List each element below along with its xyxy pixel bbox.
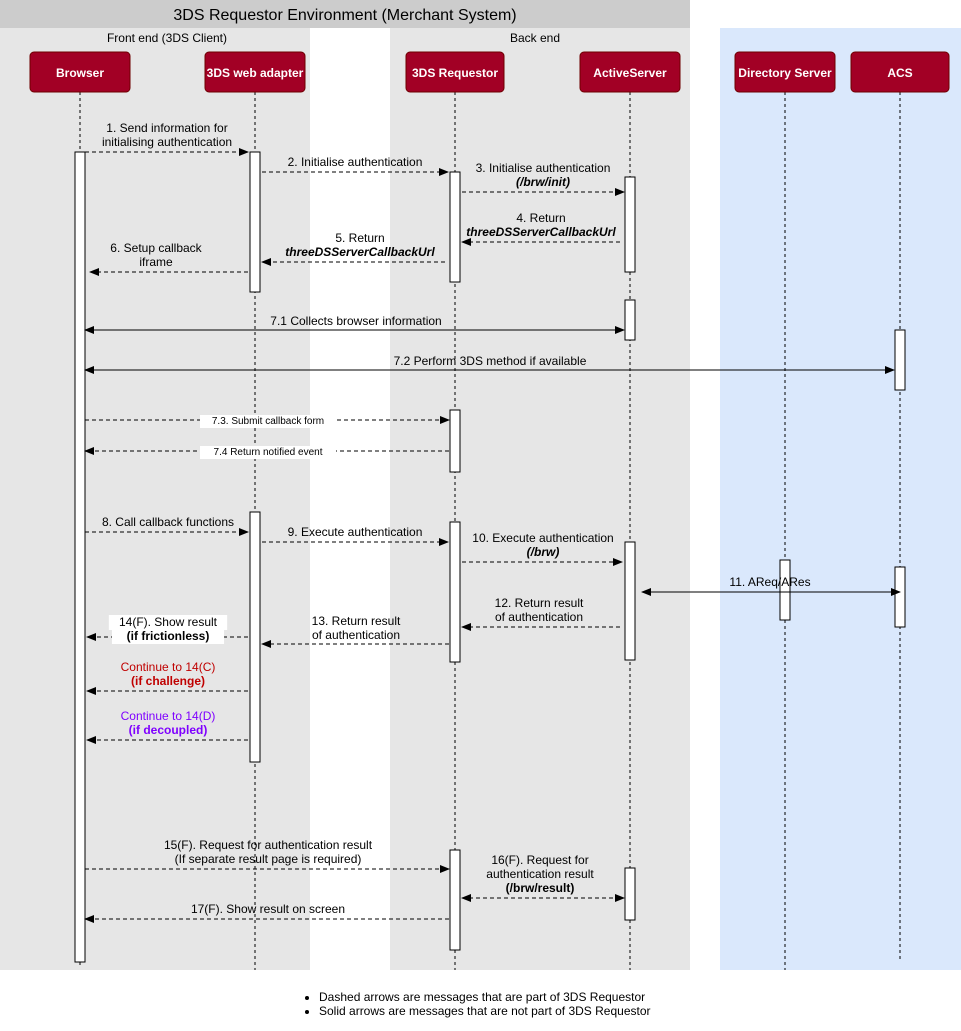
message-label-m12-0: 12. Return result [495, 596, 584, 610]
participant-ds [734, 51, 836, 93]
message-label-m9-0: 9. Execute authentication [288, 525, 423, 539]
participant-label-acs: ACS [887, 66, 912, 80]
sequence-diagram: 3DS Requestor Environment (Merchant Syst… [0, 0, 961, 970]
activation-bar-acs-13 [894, 566, 906, 628]
message-label-m74-0: 7.4 Return notified event [214, 447, 323, 458]
participant-label-ds: Directory Server [738, 66, 832, 80]
activation-bar-ds-11 [779, 559, 791, 621]
message-label-m14c-0: Continue to 14(C) [121, 660, 216, 674]
activation-bar-acs-12 [894, 329, 906, 391]
message-label-m16-1: authentication result [486, 867, 594, 881]
message-label-m6-0: 6. Setup callback [110, 241, 202, 255]
participant-label-adapter: 3DS web adapter [207, 66, 304, 80]
message-label-m13-1: of authentication [312, 628, 400, 642]
backend-region [390, 28, 690, 970]
activation-bar-browser-0 [74, 151, 86, 963]
participant-label-browser: Browser [56, 66, 104, 80]
activation-bar-requestor-6 [449, 849, 461, 951]
label-bg-m14f-0 [108, 615, 228, 630]
message-label-m14c-1: (if challenge) [131, 674, 205, 688]
message-label-m14d-1: (if decoupled) [129, 723, 208, 737]
message-label-m1-0: 1. Send information for [106, 121, 227, 135]
message-label-m4-0: 4. Return [516, 211, 565, 225]
message-label-m71-0: 7.1 Collects browser information [270, 314, 441, 328]
message-label-m14f-0: 14(F). Show result [119, 615, 218, 629]
backend-label: Back end [510, 31, 560, 45]
activation-bar-requestor-3 [449, 171, 461, 283]
message-label-m5-1: threeDSServerCallbackUrl [285, 245, 435, 259]
participant-requestor [405, 51, 505, 93]
participant-acs [850, 51, 950, 93]
message-label-m14f-1: (if frictionless) [127, 629, 210, 643]
message-label-m5-0: 5. Return [335, 231, 384, 245]
message-label-m3-0: 3. Initialise authentication [476, 161, 611, 175]
message-label-m2-0: 2. Initialise authentication [288, 155, 423, 169]
activation-bar-activeserver-9 [624, 541, 636, 661]
note-dashed: Dashed arrows are messages that are part… [319, 990, 651, 1004]
activation-bar-activeserver-7 [624, 176, 636, 273]
message-label-m1-1: initialising authentication [102, 135, 232, 149]
message-label-m6-1: iframe [139, 255, 173, 269]
message-label-m17-0: 17(F). Show result on screen [191, 902, 345, 916]
participant-label-requestor: 3DS Requestor [412, 66, 498, 80]
participant-activeserver [579, 51, 681, 93]
frontend-label: Front end (3DS Client) [107, 31, 227, 45]
activation-bar-requestor-4 [449, 409, 461, 473]
participant-browser [29, 51, 131, 93]
participant-adapter [204, 51, 306, 93]
activation-bar-activeserver-8 [624, 299, 636, 341]
message-label-m8-0: 8. Call callback functions [102, 515, 234, 529]
message-label-m12-1: of authentication [495, 610, 583, 624]
environment-title: 3DS Requestor Environment (Merchant Syst… [173, 7, 516, 24]
message-label-m16-2: (/brw/result) [506, 881, 575, 895]
activation-bar-requestor-5 [449, 521, 461, 663]
label-bg-m14f-1 [111, 629, 225, 644]
message-label-m13-0: 13. Return result [312, 614, 401, 628]
environment-title-bar [0, 0, 690, 28]
activation-bar-adapter-2 [249, 511, 261, 763]
note-solid: Solid arrows are messages that are not p… [319, 1004, 651, 1018]
message-label-m16-0: 16(F). Request for [491, 853, 588, 867]
message-label-m3-1: (/brw/init) [516, 175, 570, 189]
label-bg-m73-0 [200, 415, 336, 428]
message-label-m15-1: (If separate result page is required) [175, 852, 362, 866]
activation-bar-activeserver-10 [624, 867, 636, 921]
message-label-m14d-0: Continue to 14(D) [121, 709, 216, 723]
frontend-region [0, 28, 310, 970]
activation-bar-adapter-1 [249, 151, 261, 293]
participant-label-activeserver: ActiveServer [593, 66, 667, 80]
external-region [720, 28, 961, 970]
message-label-m10-0: 10. Execute authentication [472, 531, 613, 545]
message-label-m72-0: 7.2 Perform 3DS method if available [394, 354, 587, 368]
message-label-m10-1: (/brw) [527, 545, 560, 559]
message-label-m73-0: 7.3. Submit callback form [212, 416, 324, 427]
label-bg-m74-0 [200, 446, 336, 459]
message-label-m15-0: 15(F). Request for authentication result [164, 838, 373, 852]
message-label-m4-1: threeDSServerCallbackUrl [466, 225, 616, 239]
legend-notes: Dashed arrows are messages that are part… [301, 990, 651, 1018]
message-label-m11-0: 11. AReq/ARes [729, 575, 810, 589]
